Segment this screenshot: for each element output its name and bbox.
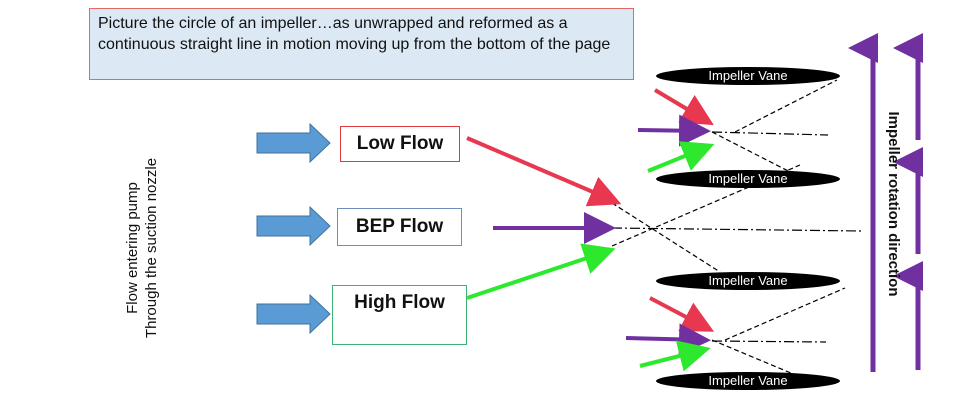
impeller-vane: [656, 272, 840, 290]
inlet-arrow-bep: [256, 205, 331, 247]
vane-label: Impeller Vane: [708, 68, 788, 83]
rotation-direction-label: Impeller rotation direction: [885, 111, 902, 297]
bep-flow-arrow-small: [637, 114, 711, 147]
low-flow-label: Low Flow: [356, 133, 444, 154]
suction-flow-label: Flow entering pump Through the suction n…: [123, 123, 167, 373]
dashed-line: [734, 79, 838, 133]
high-flow-label: High Flow: [354, 292, 445, 313]
dashed-line: [611, 202, 721, 273]
explanation-note: Picture the circle of an impeller…as unw…: [89, 8, 634, 80]
low-flow-arrow-small: [649, 296, 715, 332]
vane-label: Impeller Vane: [708, 373, 788, 388]
impeller-vane: [656, 372, 840, 390]
low-flow-arrow-small: [653, 88, 714, 126]
inlet-arrow-high: [256, 293, 331, 335]
vane-angle-lines: [611, 79, 863, 377]
low-flow-arrow: [466, 136, 622, 207]
inlet-arrow-low: [256, 122, 331, 164]
dashed-line: [724, 287, 846, 341]
dashed-line: [711, 131, 799, 177]
vane-label: Impeller Vane: [708, 171, 788, 186]
vane-label: Impeller Vane: [708, 273, 788, 288]
dot-dash-line: [711, 131, 829, 136]
high-flow-box: High Flow: [332, 285, 467, 345]
impeller-vane: [656, 67, 840, 85]
dot-dash-line: [611, 227, 863, 232]
suction-flow-label-line1: Flow entering pump: [124, 182, 141, 314]
dashed-line: [711, 339, 799, 377]
low-flow-box: Low Flow: [340, 126, 460, 162]
high-flow-arrow-small: [647, 141, 715, 173]
high-flow-arrow-small: [639, 340, 711, 372]
bep-flow-box: BEP Flow: [337, 208, 462, 246]
bep-flow-label: BEP Flow: [355, 216, 444, 237]
high-flow-arrow: [466, 243, 616, 300]
suction-flow-label-line2: Through the suction nozzle: [143, 157, 160, 339]
bep-flow-arrow-small: [625, 323, 711, 356]
impeller-vane: [656, 170, 840, 188]
dot-dash-line: [711, 340, 827, 343]
